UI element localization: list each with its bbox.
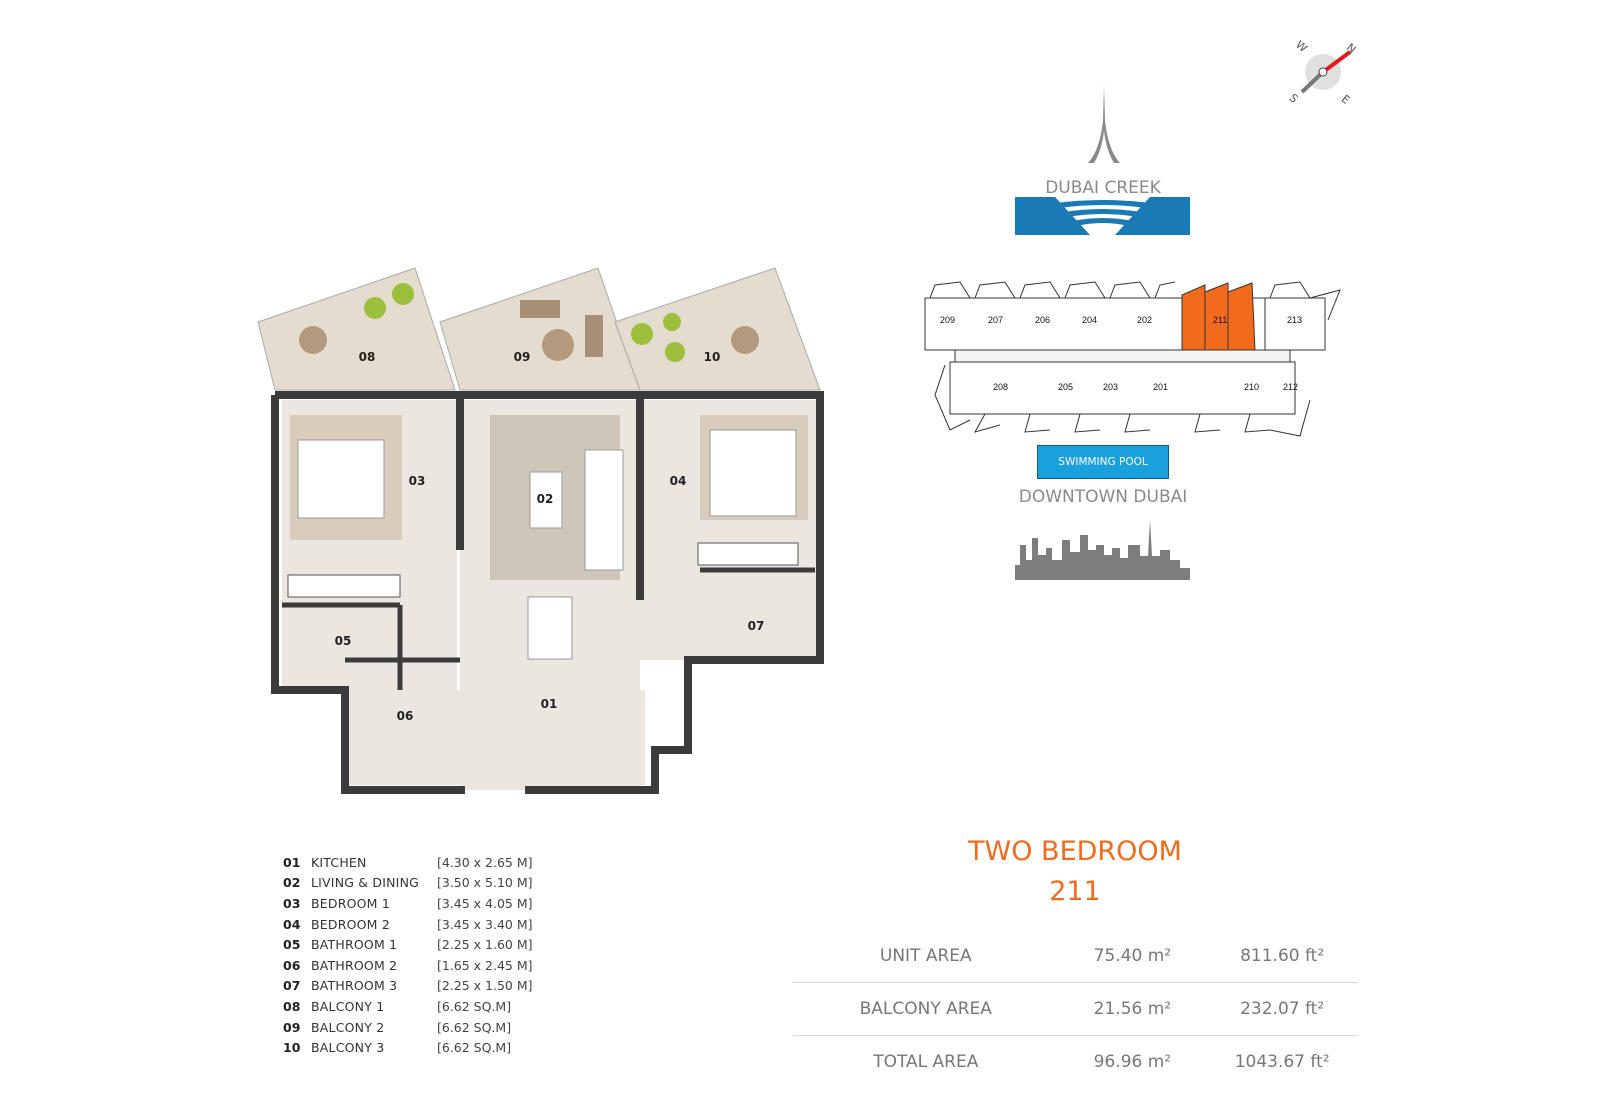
room-row: 09 BALCONY 2 [6.62 SQ.M] bbox=[283, 1017, 533, 1038]
room-number: 07 bbox=[283, 978, 301, 994]
balconies bbox=[257, 267, 821, 391]
room-number: 06 bbox=[283, 957, 301, 973]
unit-number: 211 bbox=[1049, 876, 1101, 907]
room-name: BATHROOM 3 bbox=[311, 978, 398, 994]
area-m2: 75.40 m² bbox=[1093, 946, 1172, 966]
room-number: 02 bbox=[283, 875, 301, 891]
room-tag-02: 02 bbox=[536, 492, 554, 506]
area-label: BALCONY AREA bbox=[859, 999, 992, 1019]
room-name: BEDROOM 2 bbox=[311, 916, 390, 932]
room-name: BATHROOM 2 bbox=[311, 957, 398, 973]
room-number: 05 bbox=[283, 937, 301, 953]
room-tag-06: 06 bbox=[396, 709, 414, 723]
area-ft2: 1043.67 ft² bbox=[1234, 1052, 1330, 1072]
room-row: 08 BALCONY 1 [6.62 SQ.M] bbox=[283, 996, 533, 1017]
logo-text: DUBAI CREEK bbox=[1045, 178, 1161, 198]
room-dimensions: [2.25 x 1.60 M] bbox=[437, 937, 533, 953]
area-ft2: 232.07 ft² bbox=[1240, 999, 1325, 1019]
room-floors bbox=[282, 400, 818, 790]
room-name: BALCONY 1 bbox=[311, 998, 385, 1014]
room-number: 10 bbox=[283, 1040, 301, 1056]
area-m2: 21.56 m² bbox=[1093, 999, 1172, 1019]
room-name: BATHROOM 1 bbox=[311, 937, 398, 953]
area-label: TOTAL AREA bbox=[873, 1052, 979, 1072]
room-row: 04 BEDROOM 2 [3.45 x 3.40 M] bbox=[283, 914, 533, 935]
room-tag-03: 03 bbox=[408, 474, 426, 488]
room-number: 08 bbox=[283, 998, 301, 1014]
room-tag-10: 10 bbox=[703, 350, 721, 364]
room-name: BALCONY 3 bbox=[311, 1040, 385, 1056]
area-row: UNIT AREA 75.40 m² 811.60 ft² bbox=[793, 930, 1358, 983]
room-tag-08: 08 bbox=[358, 350, 376, 364]
room-row: 01 KITCHEN [4.30 x 2.65 M] bbox=[283, 852, 533, 873]
area-table: UNIT AREA 75.40 m² 811.60 ft² BALCONY AREA… bbox=[793, 930, 1358, 1088]
room-tag-01: 01 bbox=[540, 697, 558, 711]
room-dimensions: [1.65 x 2.45 M] bbox=[437, 957, 533, 973]
room-tag-07: 07 bbox=[747, 619, 765, 633]
room-name: BALCONY 2 bbox=[311, 1019, 385, 1035]
room-row: 06 BATHROOM 2 [1.65 x 2.45 M] bbox=[283, 955, 533, 976]
room-row: 05 BATHROOM 1 [2.25 x 1.60 M] bbox=[283, 934, 533, 955]
area-label: UNIT AREA bbox=[879, 946, 972, 966]
room-number: 09 bbox=[283, 1019, 301, 1035]
balcony-08 bbox=[257, 267, 456, 391]
room-dimensions: [4.30 x 2.65 M] bbox=[437, 854, 533, 870]
room-name: BEDROOM 1 bbox=[311, 895, 390, 911]
room-name: LIVING & DINING bbox=[311, 875, 420, 891]
room-tag-05: 05 bbox=[334, 634, 352, 648]
area-row: BALCONY AREA 21.56 m² 232.07 ft² bbox=[793, 983, 1358, 1036]
room-dimensions: [2.25 x 1.50 M] bbox=[437, 978, 533, 994]
area-row: TOTAL AREA 96.96 m² 1043.67 ft² bbox=[793, 1036, 1358, 1088]
room-schedule: 01 KITCHEN [4.30 x 2.65 M] 02 LIVING & DINI… bbox=[283, 852, 533, 1058]
room-tag-09: 09 bbox=[513, 350, 531, 364]
room-dimensions: [6.62 SQ.M] bbox=[437, 1040, 512, 1056]
room-number: 04 bbox=[283, 916, 301, 932]
downtown-dubai-label: DOWNTOWN DUBAI bbox=[1018, 487, 1188, 507]
room-name: KITCHEN bbox=[311, 854, 367, 870]
unit-type-title: TWO BEDROOM bbox=[968, 836, 1182, 867]
balcony-furniture bbox=[299, 283, 759, 362]
room-row: 02 LIVING & DINING [3.50 x 5.10 M] bbox=[283, 873, 533, 894]
room-dimensions: [6.62 SQ.M] bbox=[437, 1019, 512, 1035]
room-dimensions: [3.45 x 3.40 M] bbox=[437, 916, 533, 932]
area-ft2: 811.60 ft² bbox=[1240, 946, 1325, 966]
room-row: 10 BALCONY 3 [6.62 SQ.M] bbox=[283, 1037, 533, 1058]
room-row: 07 BATHROOM 3 [2.25 x 1.50 M] bbox=[283, 976, 533, 997]
balcony-10 bbox=[614, 267, 821, 391]
room-dimensions: [3.50 x 5.10 M] bbox=[437, 875, 533, 891]
balcony-09 bbox=[439, 267, 641, 391]
walls bbox=[271, 391, 824, 794]
area-m2: 96.96 m² bbox=[1093, 1052, 1172, 1072]
room-number: 01 bbox=[283, 854, 301, 870]
room-number: 03 bbox=[283, 895, 301, 911]
room-tag-04: 04 bbox=[669, 474, 687, 488]
room-dimensions: [6.62 SQ.M] bbox=[437, 998, 512, 1014]
room-row: 03 BEDROOM 1 [3.45 x 4.05 M] bbox=[283, 893, 533, 914]
room-dimensions: [3.45 x 4.05 M] bbox=[437, 895, 533, 911]
swimming-pool-label: SWIMMING POOL bbox=[1037, 445, 1169, 479]
